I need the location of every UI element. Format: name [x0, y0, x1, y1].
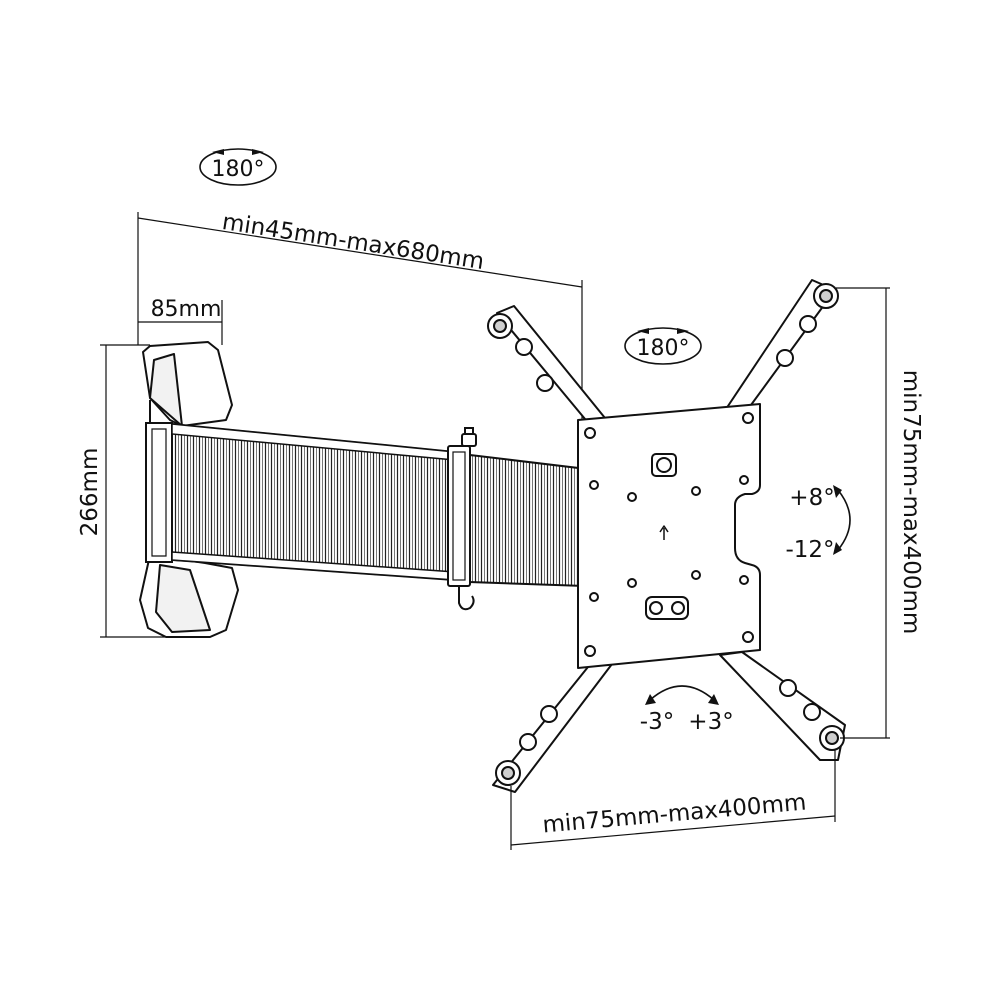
- plate-hole: [627, 492, 637, 502]
- tilt-arc: [837, 489, 851, 551]
- wall-plate-depth-label: 85mm: [151, 297, 222, 322]
- tilt-down-label: -12°: [785, 537, 834, 563]
- tilt-arrow-up-icon: [833, 485, 842, 498]
- swivel-mid-label: 180°: [637, 336, 690, 361]
- plate-hole: [691, 486, 701, 496]
- vesa-hole-bl-2: [540, 705, 558, 723]
- vesa-vertical-dimension: [836, 287, 890, 739]
- plate-hole: [589, 592, 599, 602]
- swivel-top-arrow-right-icon: [252, 149, 264, 155]
- cable-hook-icon: [458, 586, 475, 611]
- arm-bracket-inner: [151, 428, 167, 557]
- wall-plate-depth-dimension: [138, 300, 223, 345]
- wall-plate-top-face: [149, 353, 183, 427]
- tilt-indicator: +8° -12°: [785, 485, 851, 563]
- swivel-mid-badge: 180°: [624, 327, 702, 365]
- vesa-horizontal-dimension: [510, 750, 836, 850]
- plate-hole: [584, 645, 596, 657]
- vesa-hole-bl-3: [519, 733, 537, 751]
- wall-plate: [139, 341, 239, 638]
- arm-joint-collar-inner: [452, 451, 466, 581]
- plate-hole: [691, 570, 701, 580]
- swivel-mid-arrow-right-icon: [677, 328, 689, 334]
- vesa-horizontal-label: min75mm-max400mm: [541, 790, 807, 839]
- vesa-hole-top-left-inner: [493, 319, 507, 333]
- tilt-up-label: +8°: [789, 485, 834, 511]
- adjust-knob-cap: [464, 427, 474, 435]
- vesa-vertical-label: min75mm-max400mm: [898, 370, 924, 635]
- wall-plate-height-dimension: [100, 344, 165, 638]
- rotation-indicator: -3° +3°: [640, 685, 734, 735]
- adjust-knob-icon[interactable]: [461, 433, 477, 447]
- swivel-top-label: 180°: [212, 157, 265, 182]
- arm-segment-inner: [171, 422, 456, 582]
- vesa-h-dimension-line: [510, 815, 836, 846]
- rotation-arrow-right-icon: [708, 694, 719, 705]
- vesa-hole-br-2: [779, 679, 797, 697]
- vesa-hole-bottom-left-inner: [501, 766, 515, 780]
- plate-hole: [627, 578, 637, 588]
- arm-joint-collar: [447, 445, 471, 587]
- plate-slot-top-bolt: [656, 457, 672, 473]
- arm-joint: [447, 427, 477, 611]
- plate-hole: [589, 480, 599, 490]
- wall-plate-bottom-face: [155, 564, 211, 633]
- vesa-hole-top-right-inner: [819, 289, 833, 303]
- tilt-plate-body: [577, 403, 761, 669]
- swivel-mid-arrow-left-icon: [637, 328, 649, 334]
- vesa-x-bracket: [487, 279, 846, 793]
- vesa-hole-bottom-right-inner: [825, 731, 839, 745]
- plate-hole: [739, 475, 749, 485]
- vesa-arm-top-left: [496, 305, 606, 426]
- plate-hole: [739, 575, 749, 585]
- vesa-hole-tr-3: [776, 349, 794, 367]
- extension-dimension-line: [137, 217, 583, 288]
- vesa-hole-tl-3: [536, 374, 554, 392]
- arm-bracket: [145, 422, 173, 563]
- vesa-hole-br-3: [803, 703, 821, 721]
- swivel-top-badge: 180°: [199, 148, 277, 186]
- rotate-right-label: +3°: [688, 709, 733, 735]
- vesa-hole-tl-2: [515, 338, 533, 356]
- plate-slot-bottom-bolt-left: [649, 601, 663, 615]
- arm-extension-label: min45mm-max680mm: [220, 209, 485, 275]
- up-arrow-icon: [659, 525, 669, 540]
- swivel-mid-ellipse: [624, 327, 702, 365]
- rotate-left-label: -3°: [640, 709, 674, 735]
- arm-bracket-plate: [145, 422, 173, 563]
- rotation-arc: [649, 685, 715, 701]
- plate-slot-bottom-bolt-right: [671, 601, 685, 615]
- plate-hole: [584, 427, 596, 439]
- rotation-arrow-left-icon: [645, 694, 656, 705]
- wall-plate-height-label: 266mm: [77, 448, 103, 537]
- tilt-arrow-down-icon: [833, 542, 842, 555]
- swivel-top-arrow-left-icon: [212, 149, 224, 155]
- plate-hole: [742, 631, 754, 643]
- tilt-plate: [577, 403, 761, 669]
- swivel-top-ellipse: [199, 148, 277, 186]
- vesa-hole-tr-2: [799, 315, 817, 333]
- plate-hole: [742, 412, 754, 424]
